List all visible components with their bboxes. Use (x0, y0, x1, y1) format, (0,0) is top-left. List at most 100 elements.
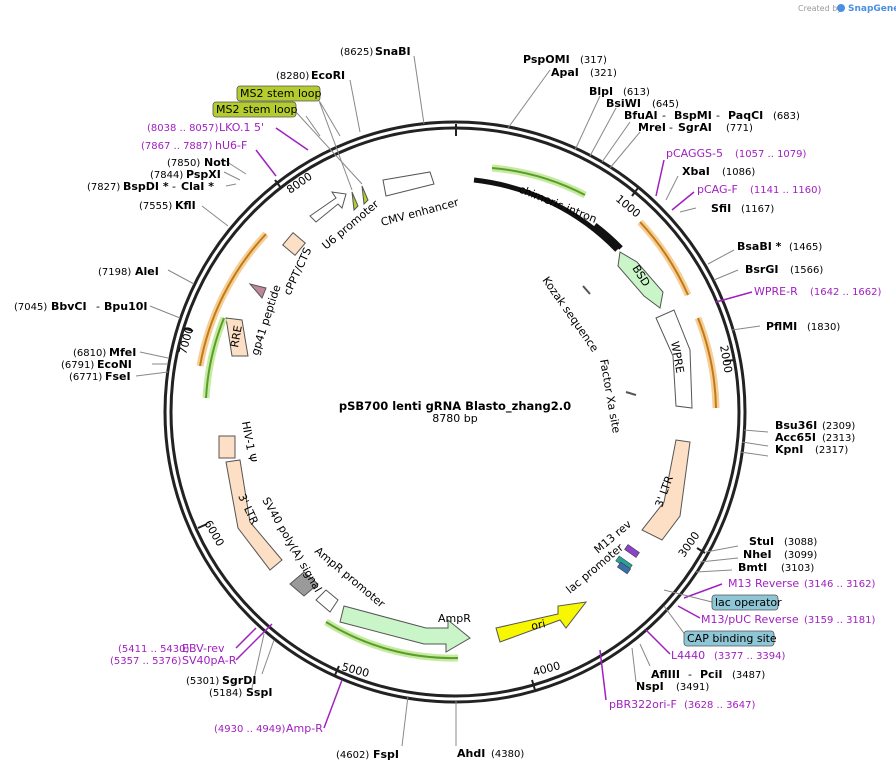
m13reverse-label: M13 Reverse (728, 577, 799, 590)
bmti-pos: (3103) (781, 563, 814, 574)
bsu36i-label: Bsu36I (775, 419, 817, 432)
kpni-label: KpnI (775, 443, 803, 456)
mfei-pos: (6810) (73, 348, 106, 359)
green-track-top (491, 167, 586, 196)
noti-label: NotI (204, 156, 230, 169)
ms2-box-2-label: MS2 stem loop (216, 103, 298, 116)
pflmi-label: PflMI (766, 320, 797, 333)
sspi-pos: (5184) (209, 688, 242, 699)
wprer-label: WPRE-R (754, 285, 798, 298)
mrei-label: MreI (638, 121, 666, 134)
stui-label: StuI (749, 535, 774, 548)
blpi-label: BlpI (589, 85, 613, 98)
ampr-primer-label: Amp-R (286, 722, 323, 735)
mfei-label: MfeI (109, 346, 136, 359)
orange-track-right-2-halo (694, 316, 720, 409)
m13-rev-feature (624, 544, 640, 558)
ms2-box-1-label: MS2 stem loop (240, 87, 322, 100)
afliii-label: AflIII (651, 668, 680, 681)
snabi-pos: (8625) (340, 47, 373, 58)
bspmi-sep: - (716, 109, 720, 122)
sv40par-pos: (5357 .. 5376) (110, 656, 182, 667)
ampr-feature (339, 605, 471, 653)
psp0mi-label: PspOMI (523, 53, 570, 66)
snabi-label: SnaBI (375, 45, 411, 58)
m13reverse-pos: (3146 .. 3162) (804, 579, 876, 590)
ms2-mark-1 (351, 191, 359, 212)
tick-marks (182, 179, 736, 691)
ltr3-left-feature (225, 459, 283, 571)
bbvci-pos: (7045) (14, 302, 47, 313)
ebvrev-pos: (5411 .. 5430) (118, 644, 190, 655)
u6-promoter-feature (309, 191, 347, 223)
econi-pos: (6791) (61, 360, 94, 371)
alei-pos: (7198) (98, 267, 131, 278)
blpi-pos: (613) (623, 87, 650, 98)
alei-label: AleI (135, 265, 159, 278)
paqci-label: PaqCI (728, 109, 763, 122)
pflmi-pos: (1830) (807, 322, 840, 333)
bbvci-sep: - (96, 300, 100, 313)
bsd-feature (617, 251, 664, 309)
bpu10i-label: Bpu10I (104, 300, 148, 313)
sv40-feature (289, 571, 319, 597)
nhei-label: NheI (743, 548, 772, 561)
sfii-pos: (1167) (741, 204, 774, 215)
plasmid-length: 8780 bp (432, 412, 477, 425)
lko1-label: LKO.1 5' (219, 121, 264, 134)
bfuai-sep: - (662, 109, 666, 122)
nspi-label: NspI (636, 680, 664, 693)
cap-site-box-label: CAP binding site (687, 632, 777, 645)
nspi-pos: (3491) (676, 682, 709, 693)
gp41-feature (248, 283, 267, 299)
sgrdi-label: SgrDI (222, 674, 256, 687)
mrei-pos: (771) (726, 123, 753, 134)
ampr-promoter-feature (315, 589, 339, 613)
afliii-pos: (3487) (732, 670, 765, 681)
fsei-label: FseI (105, 370, 131, 383)
econi-label: EcoNI (97, 358, 132, 371)
mrei-sep: - (669, 121, 673, 134)
nhei-pos: (3099) (784, 550, 817, 561)
lac-operator-box-label: lac operator (715, 596, 782, 609)
sgrai-label: SgrAI (678, 121, 712, 134)
bmti-label: BmtI (738, 561, 767, 574)
apai-label: ApaI (551, 66, 579, 79)
ms2-leader-2 (295, 111, 363, 185)
m13puc-label: M13/pUC Reverse (701, 613, 799, 626)
tick-label-7000: 7000 (176, 325, 196, 355)
lac-operator-feature (617, 561, 631, 575)
afliii-sep: - (688, 668, 692, 681)
ampr-label: AmpR (438, 612, 471, 625)
orange-track-left (199, 233, 267, 367)
sgrdi-pos: (5301) (186, 676, 219, 687)
cmv-enhancer-feature (382, 171, 435, 197)
bsiwi-label: BsiWI (606, 97, 641, 110)
orange-track-right-1 (639, 221, 689, 296)
enzyme-leaders (135, 55, 769, 747)
credit-brand: SnapGene (848, 4, 896, 14)
wpre-feature (655, 309, 693, 409)
acc65i-label: Acc65I (775, 431, 816, 444)
backbone-outer (163, 120, 747, 704)
ori-feature (495, 601, 588, 643)
cmv-label: CMV enhancer (379, 196, 460, 229)
primer-leaders (235, 127, 753, 729)
pspxi-pos: (7844) (150, 170, 183, 181)
ms2-leader-1 (317, 97, 353, 191)
hiv-psi-label: HIV-1 Ψ (239, 420, 259, 463)
pcagf-label: pCAG-F (697, 183, 738, 196)
ms2-box-1 (236, 85, 321, 102)
chimeric-intron-segment (593, 223, 623, 250)
pbr322ori-label: pBR322ori-F (609, 698, 677, 711)
tick-label-3000: 3000 (676, 529, 703, 559)
fspi-pos: (4602) (336, 750, 369, 761)
rre-label: RRE (228, 324, 245, 348)
m13puc-pos: (3159 .. 3181) (804, 615, 876, 626)
pcii-label: PciI (700, 668, 722, 681)
acc65i-pos: (2313) (822, 433, 855, 444)
bfuai-label: BfuAI (624, 109, 658, 122)
green-track-ampr (325, 621, 459, 660)
cppt-feature (282, 232, 306, 256)
